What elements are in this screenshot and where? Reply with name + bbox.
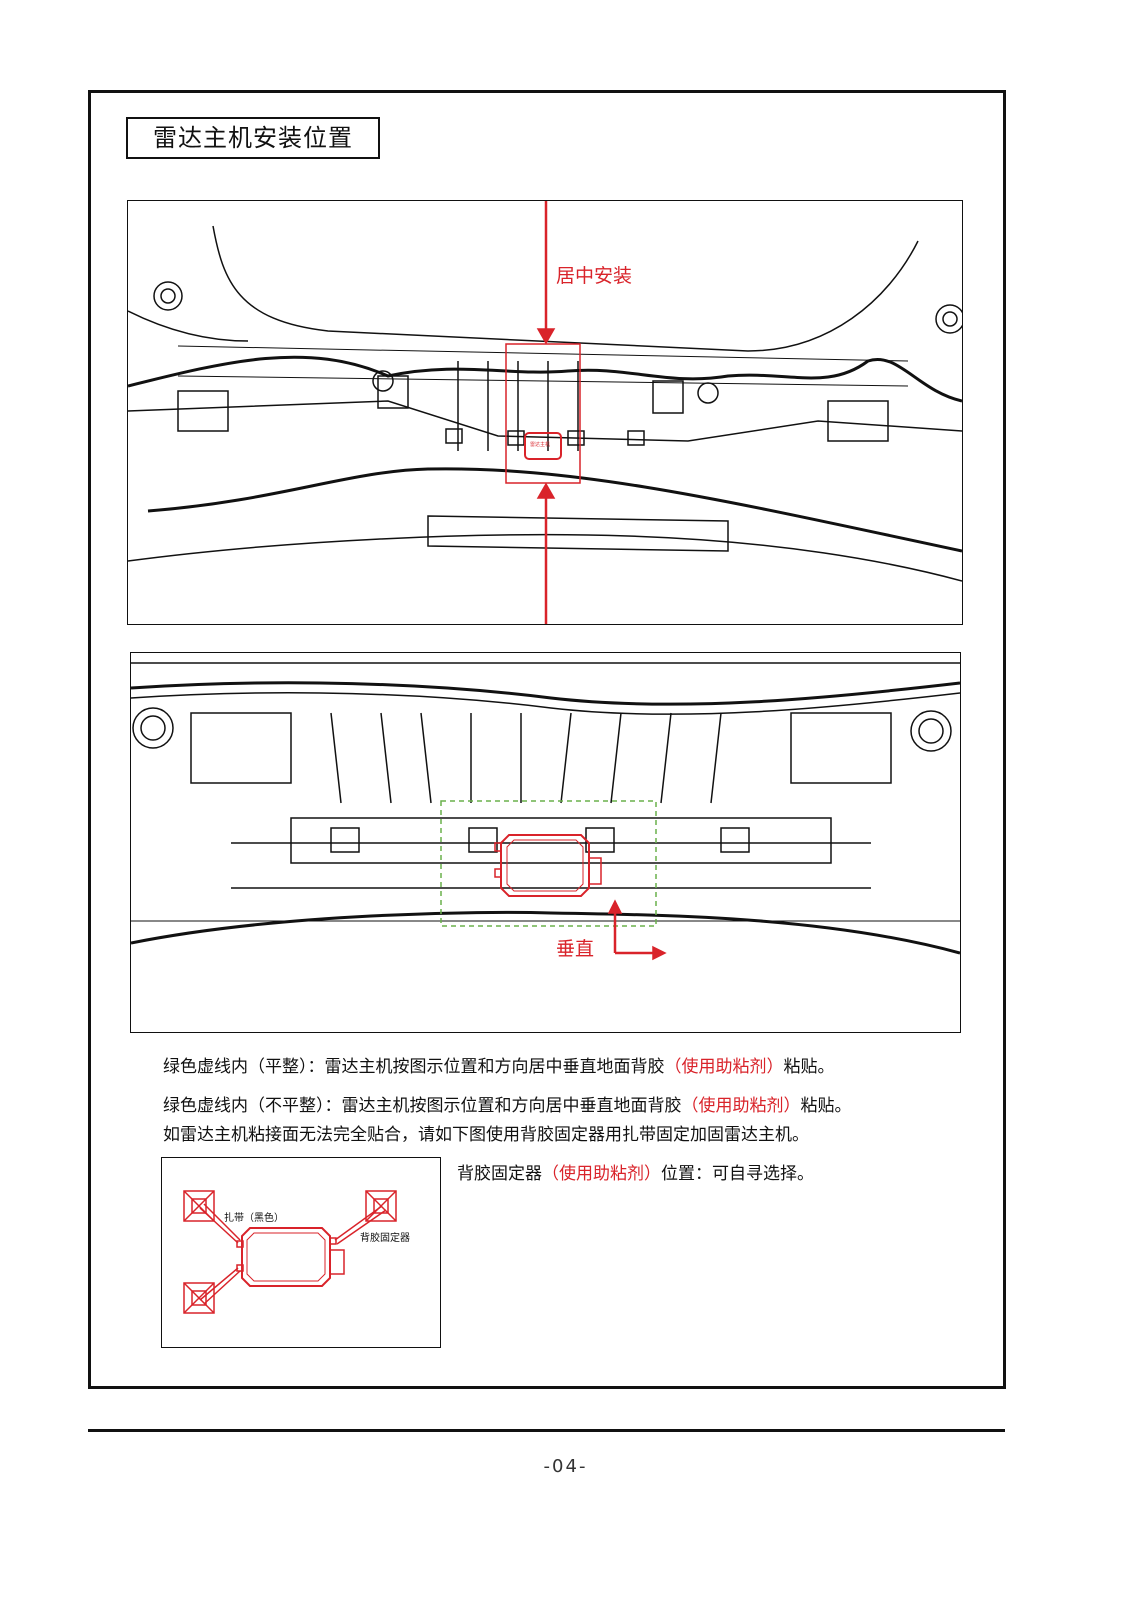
page-frame — [88, 90, 1006, 1389]
page-number: -04- — [543, 1456, 588, 1477]
center-install-label: 居中安装 — [556, 265, 633, 287]
page-title: 雷达主机安装位置 — [126, 117, 380, 159]
bumper-overview-figure: 居中安装 雷达主机 — [127, 200, 963, 625]
radar-module-label: 雷达主机 — [530, 442, 551, 448]
vertical-label: 垂直 — [556, 938, 595, 960]
footer-divider — [88, 1429, 1005, 1432]
mount-position-note: 背胶固定器（使用助粘剂）位置：可自寻选择。 — [457, 1164, 814, 1184]
mount-inset-figure: 扎带（黑色） 背胶固定器 — [161, 1157, 441, 1348]
note-uneven: 绿色虚线内（不平整）：雷达主机按图示位置和方向居中垂直地面背胶（使用助粘剂）粘贴… — [163, 1096, 852, 1116]
mount-label: 背胶固定器 — [360, 1233, 410, 1244]
tie-label: 扎带（黑色） — [224, 1213, 284, 1224]
note-reinforce: 如雷达主机粘接面无法完全贴合，请如下图使用背胶固定器用扎带固定加固雷达主机。 — [163, 1125, 809, 1145]
note-flat: 绿色虚线内（平整）：雷达主机按图示位置和方向居中垂直地面背胶（使用助粘剂）粘贴。 — [163, 1057, 835, 1077]
bumper-detail-figure: 垂直 — [130, 652, 961, 1033]
